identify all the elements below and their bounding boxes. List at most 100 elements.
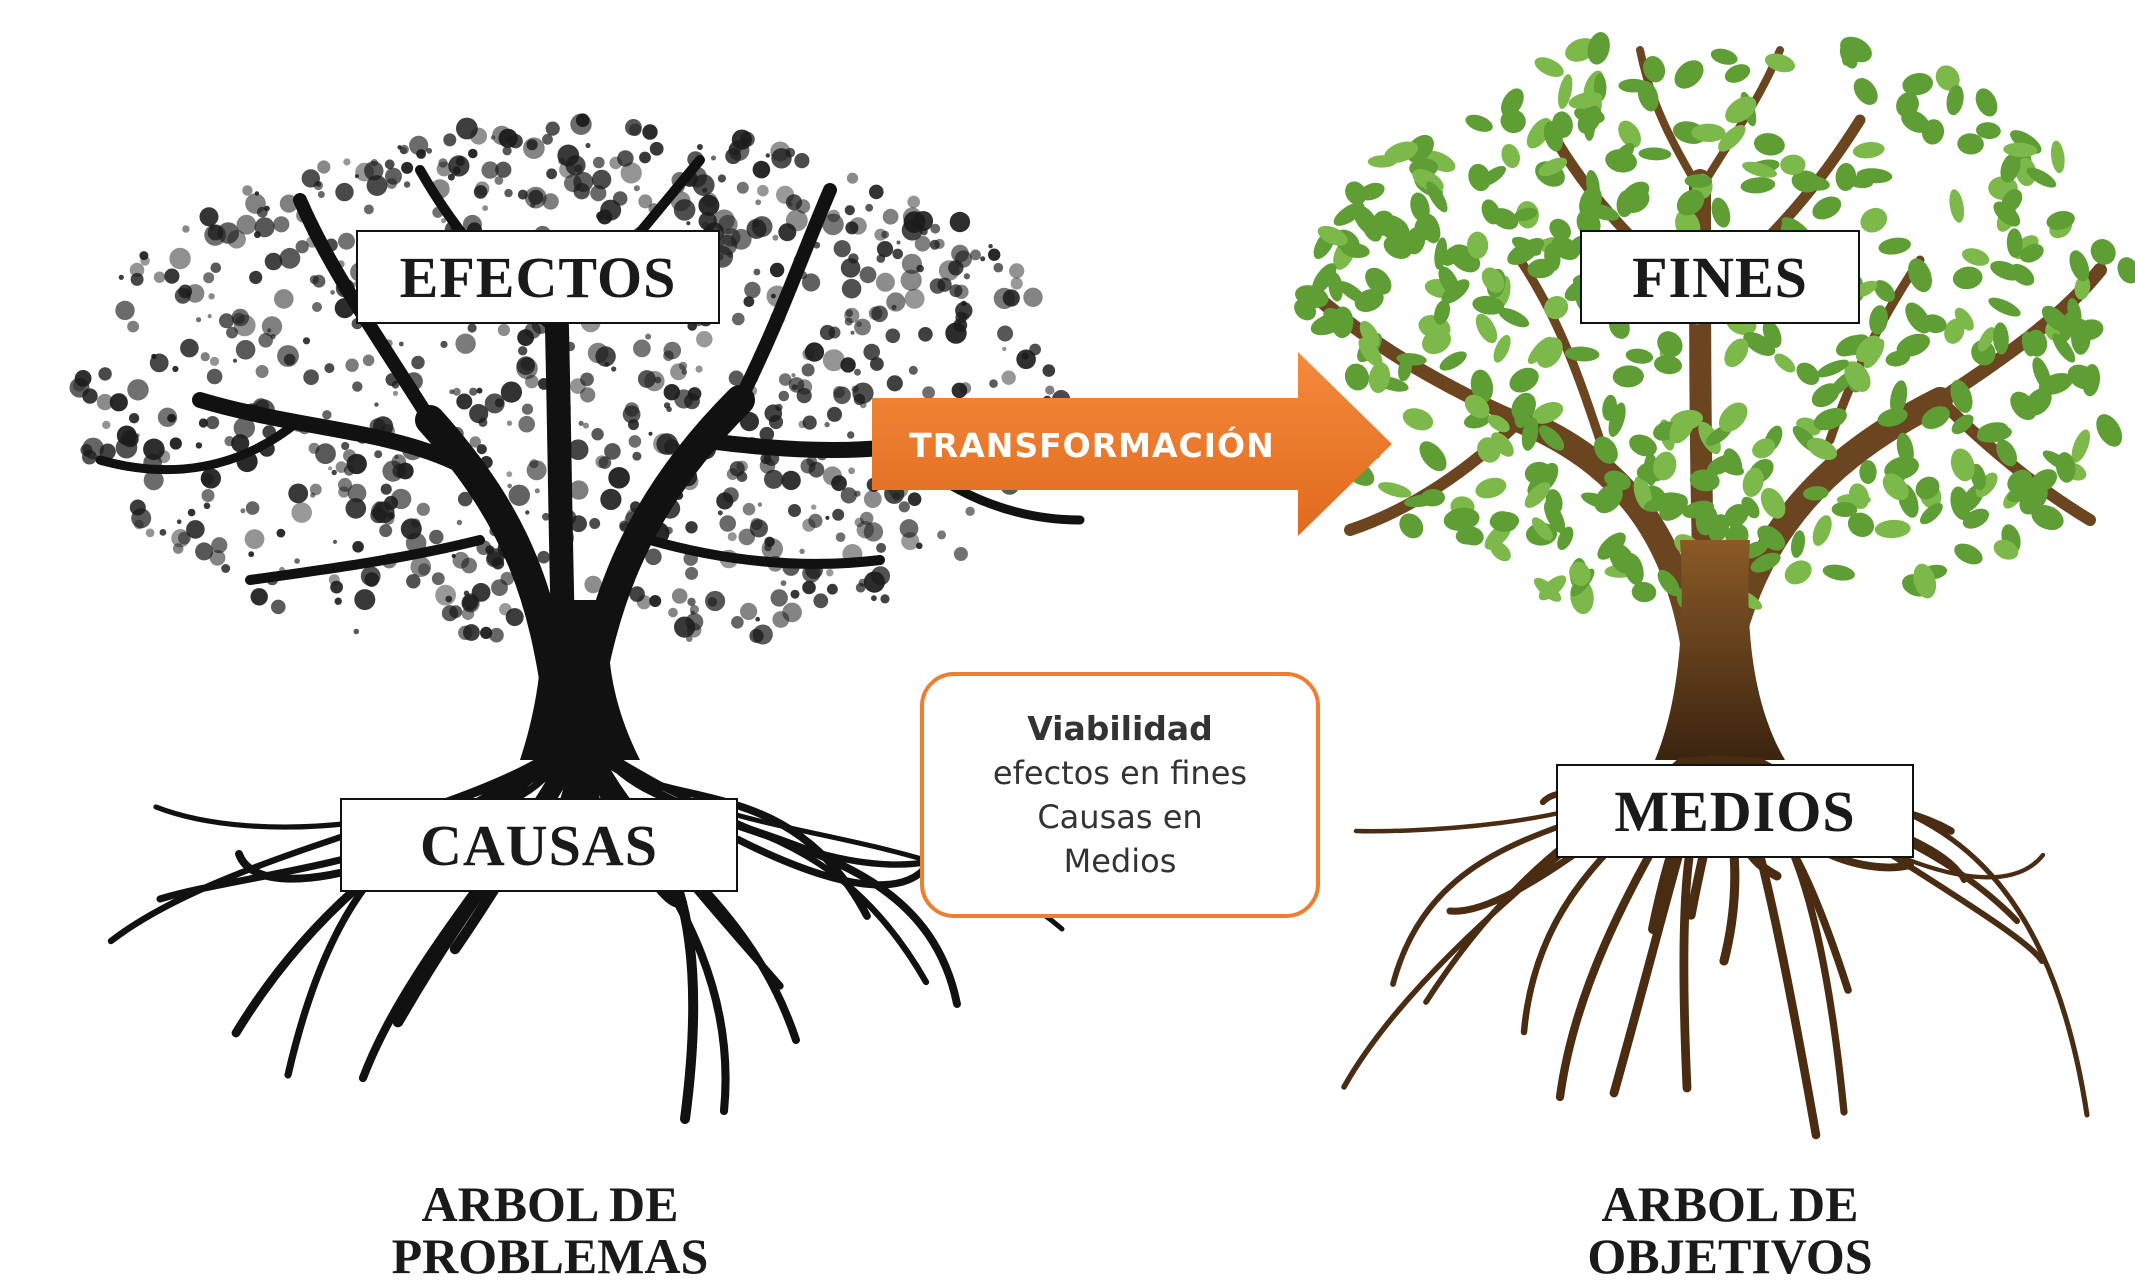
canopy-blot xyxy=(955,311,967,324)
leaf xyxy=(1509,367,1539,393)
canopy-blot xyxy=(833,240,851,258)
canopy-blot xyxy=(379,524,393,538)
transformation-label: TRANSFORMACIÓN xyxy=(909,425,1275,465)
leaf xyxy=(1511,392,1536,422)
canopy-blot xyxy=(143,438,165,461)
canopy-blot xyxy=(180,338,199,358)
leaf xyxy=(1860,207,1888,233)
canopy-blot xyxy=(330,580,343,594)
canopy-blot xyxy=(916,264,924,273)
canopy-blot xyxy=(219,313,234,329)
leaf xyxy=(1760,487,1786,519)
leaf xyxy=(1538,157,1568,177)
leaf xyxy=(1993,201,2021,227)
canopy-blot xyxy=(578,420,584,426)
canopy-blot xyxy=(908,365,918,375)
canopy-blot xyxy=(203,502,211,510)
canopy-blot xyxy=(364,161,384,181)
canopy-blot xyxy=(469,387,478,396)
canopy-blot xyxy=(636,595,652,610)
canopy-blot xyxy=(458,625,473,640)
leaf xyxy=(1812,196,1842,220)
canopy-blot xyxy=(198,418,208,428)
leaf xyxy=(1869,305,1888,335)
canopy-blot xyxy=(870,357,884,371)
canopy-blot xyxy=(221,564,231,573)
leaf xyxy=(1717,459,1745,476)
leaf xyxy=(1855,335,1882,363)
canopy-blot xyxy=(157,407,178,427)
canopy-blot xyxy=(824,421,830,428)
canopy-blot xyxy=(865,203,874,212)
canopy-blot xyxy=(347,483,367,503)
canopy-blot xyxy=(1002,346,1007,352)
canopy-blot xyxy=(374,450,383,459)
canopy-blot xyxy=(186,520,205,539)
canopy-blot xyxy=(671,588,688,604)
canopy-blot xyxy=(833,386,845,398)
leaf xyxy=(1498,307,1530,328)
canopy-blot xyxy=(772,234,779,241)
canopy-blot xyxy=(649,595,662,607)
canopy-blot xyxy=(530,202,536,208)
canopy-blot xyxy=(702,192,718,208)
canopy-blot xyxy=(232,358,238,363)
canopy-blot xyxy=(573,171,594,192)
canopy-blot xyxy=(452,387,461,396)
leaf xyxy=(1475,313,1498,344)
leaf xyxy=(1402,408,1434,431)
transformation-arrow xyxy=(872,352,1392,536)
canopy-blot xyxy=(863,343,880,361)
leaf xyxy=(1568,91,1603,109)
canopy-blot xyxy=(210,262,222,274)
canopy-blot xyxy=(988,244,993,249)
canopy-blot xyxy=(485,545,495,555)
canopy-blot xyxy=(597,209,613,225)
leaf xyxy=(1532,401,1564,424)
canopy-blot xyxy=(542,512,550,521)
canopy-blot xyxy=(452,166,461,175)
canopy-blot xyxy=(886,292,906,312)
canopy-blot xyxy=(500,381,522,403)
canopy-blot xyxy=(732,312,745,326)
leaf xyxy=(1317,225,1348,246)
canopy-blot xyxy=(317,191,325,198)
canopy-blot xyxy=(127,379,149,401)
canopy-blot xyxy=(317,160,331,174)
leaf xyxy=(2067,364,2098,390)
canopy-blot xyxy=(463,590,470,596)
canopy-blot xyxy=(481,161,499,179)
canopy-blot xyxy=(255,365,269,378)
leaf xyxy=(1935,65,1960,91)
canopy-blot xyxy=(580,372,594,387)
canopy-blot xyxy=(755,616,760,622)
canopy-blot xyxy=(435,584,456,606)
canopy-blot xyxy=(791,373,796,378)
canopy-blot xyxy=(686,622,702,638)
canopy-blot xyxy=(876,254,886,263)
canopy-blot xyxy=(399,144,409,155)
canopy-blot xyxy=(855,582,866,593)
canopy-blot xyxy=(82,437,104,460)
leaf xyxy=(1710,48,1738,65)
canopy-blot xyxy=(233,314,256,337)
canopy-blot xyxy=(670,363,687,381)
canopy-blot xyxy=(869,184,884,200)
leaf xyxy=(2050,140,2065,174)
canopy-blot xyxy=(236,214,257,235)
canopy-blot xyxy=(116,425,137,446)
leaf xyxy=(2071,429,2091,463)
leaf xyxy=(1674,60,1704,89)
leaf xyxy=(1587,32,1610,65)
canopy-blot xyxy=(744,281,761,299)
leaf xyxy=(1524,482,1551,508)
canopy-blot xyxy=(791,384,798,391)
leaf xyxy=(1549,218,1571,241)
canopy-blot xyxy=(240,508,246,514)
canopy-blot xyxy=(668,607,678,618)
canopy-blot xyxy=(149,353,169,373)
canopy-blot xyxy=(249,270,263,284)
leaf xyxy=(1564,346,1600,362)
canopy-blot xyxy=(645,548,662,566)
canopy-blot xyxy=(759,426,775,442)
